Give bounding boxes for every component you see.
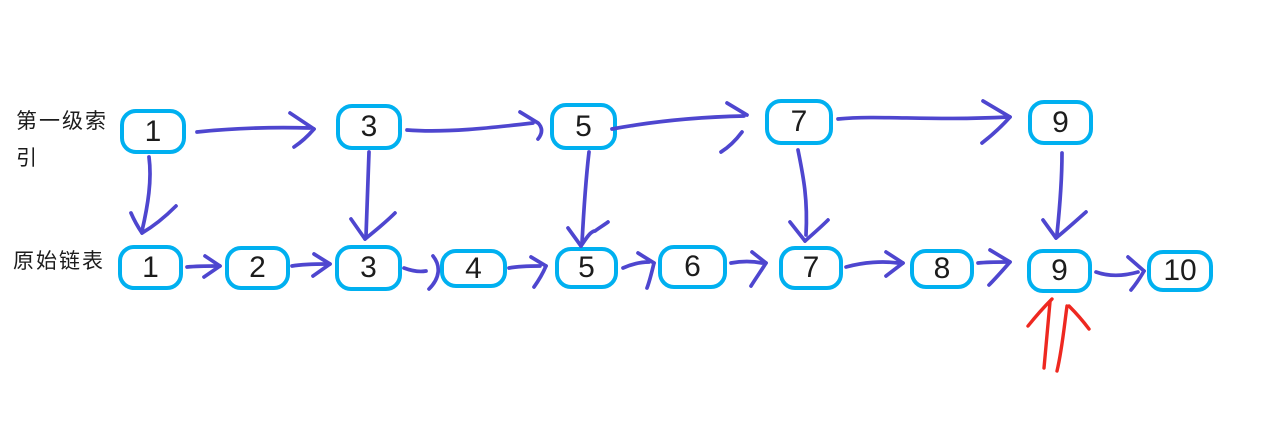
arrow-index-7-to-9 xyxy=(836,99,1012,145)
arrow-list-8-to-9 xyxy=(976,248,1012,287)
list-node-8: 8 xyxy=(910,249,974,289)
list-node-10: 10 xyxy=(1147,250,1213,292)
arrow-list-1-to-2 xyxy=(185,254,222,279)
list-node-9: 9 xyxy=(1027,249,1092,293)
arrow-list-2-to-3 xyxy=(290,252,332,278)
index-node-5: 5 xyxy=(550,103,617,150)
list-row-label: 原始链表 xyxy=(13,250,105,273)
arrow-index-1-to-3 xyxy=(195,111,316,149)
list-node-5: 5 xyxy=(555,247,618,289)
index-node-7: 7 xyxy=(765,99,833,145)
arrow-list-6-to-7 xyxy=(729,250,768,288)
list-node-7: 7 xyxy=(779,246,843,290)
arrow-down-index-3 xyxy=(349,150,397,241)
list-node-3: 3 xyxy=(335,245,402,291)
list-node-2: 2 xyxy=(225,246,290,290)
arrow-down-index-1 xyxy=(129,155,178,235)
arrow-down-index-5 xyxy=(566,150,610,248)
arrow-list-7-to-8 xyxy=(844,250,905,278)
index-node-9: 9 xyxy=(1028,100,1093,145)
list-node-4: 4 xyxy=(440,249,507,288)
arrow-list-5-to-6 xyxy=(621,251,656,290)
arrow-down-index-9 xyxy=(1041,151,1088,240)
index-row-label: 第一级索引 xyxy=(16,110,108,170)
arrow-list-9-to-10 xyxy=(1094,255,1146,292)
list-node-1: 1 xyxy=(118,245,183,290)
arrow-index-3-to-5 xyxy=(405,110,544,141)
arrow-list-3-to-4 xyxy=(402,254,441,291)
index-node-3: 3 xyxy=(336,104,402,150)
arrow-index-5-to-7 xyxy=(610,101,749,154)
list-node-6: 6 xyxy=(658,245,727,289)
arrow-down-index-7 xyxy=(788,148,830,243)
arrow-list-4-to-5 xyxy=(507,255,548,289)
index-node-1: 1 xyxy=(120,109,186,154)
red-up-arrow xyxy=(1026,297,1091,373)
